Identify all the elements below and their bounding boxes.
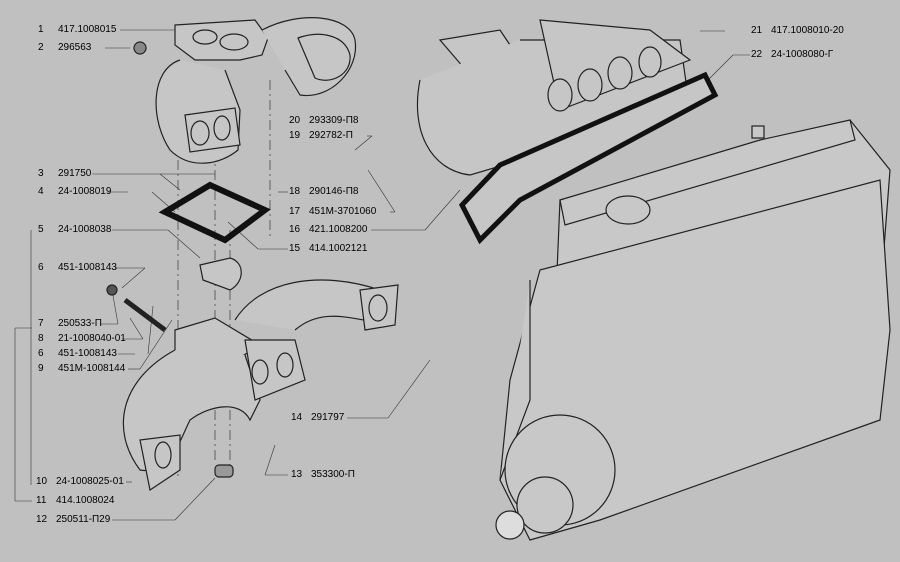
part-label: 6 451-1008143 xyxy=(38,262,117,274)
part-number: 20 xyxy=(289,115,301,126)
part-number: 15 xyxy=(289,243,301,254)
part-number: 6 xyxy=(38,348,44,359)
part-label: 2 296563 xyxy=(38,42,91,54)
part-code: 451-1008143 xyxy=(58,262,117,273)
part-number: 1 xyxy=(38,24,44,35)
part-code: 293309-П8 xyxy=(309,115,359,126)
part-label: 10 24-1008025-01 xyxy=(36,476,124,488)
part-code: 24-1008080-Г xyxy=(771,49,834,60)
part-code: 24-1008038 xyxy=(58,224,112,235)
part-label: 14 291797 xyxy=(291,412,344,424)
part-label: 20 293309-П8 xyxy=(289,115,358,127)
part-label: 18 290146-П8 xyxy=(289,186,358,198)
part-number: 22 xyxy=(751,49,763,60)
part-label: 11 414.1008024 xyxy=(36,495,114,507)
part-number: 8 xyxy=(38,333,44,344)
part-code: 250533-П xyxy=(58,318,102,329)
part-code: 451М-1008144 xyxy=(58,363,126,374)
part-number: 18 xyxy=(289,186,301,197)
part-number: 21 xyxy=(751,25,763,36)
part-number: 5 xyxy=(38,224,44,235)
part-number: 10 xyxy=(36,476,48,487)
part-label: 5 24-1008038 xyxy=(38,224,111,236)
part-number: 3 xyxy=(38,168,44,179)
part-code: 417.1008010-20 xyxy=(771,25,844,36)
part-label: 15 414.1002121 xyxy=(289,243,367,255)
part-code: 24-1008019 xyxy=(58,186,112,197)
part-label: 13 353300-П xyxy=(291,469,355,481)
part-label: 9 451М-1008144 xyxy=(38,363,125,375)
part-number: 6 xyxy=(38,262,44,273)
leader-lines xyxy=(14,29,750,521)
part-label: 19 292782-П xyxy=(289,130,353,142)
part-code: 417.1008015 xyxy=(58,24,117,35)
part-number: 9 xyxy=(38,363,44,374)
part-label: 12 250511-П29 xyxy=(36,514,110,526)
part-code: 414.1002121 xyxy=(309,243,368,254)
part-label: 4 24-1008019 xyxy=(38,186,111,198)
part-number: 16 xyxy=(289,224,301,235)
part-code: 353300-П xyxy=(311,469,355,480)
part-label: 21 417.1008010-20 xyxy=(751,25,844,37)
lower-manifold xyxy=(122,279,399,491)
gasket xyxy=(158,181,271,244)
part-code: 296563 xyxy=(58,42,92,53)
part-code: 421.1008200 xyxy=(309,224,368,235)
part-number: 19 xyxy=(289,130,301,141)
part-number: 7 xyxy=(38,318,44,329)
manifold-gasket xyxy=(458,71,719,245)
part-label: 17 451М-3701060 xyxy=(289,206,376,218)
exhaust-manifold xyxy=(416,19,692,176)
part-label: 7 250533-П xyxy=(38,318,102,330)
part-label: 6 451-1008143 xyxy=(38,348,117,360)
part-label: 22 24-1008080-Г xyxy=(751,49,833,61)
part-code: 24-1008025-01 xyxy=(56,476,124,487)
part-code: 291750 xyxy=(58,168,92,179)
part-code: 292782-П xyxy=(309,130,353,141)
engine-block xyxy=(495,119,891,541)
part-code: 290146-П8 xyxy=(309,186,359,197)
part-code: 21-1008040-01 xyxy=(58,333,126,344)
part-label: 1 417.1008015 xyxy=(38,24,116,36)
part-code: 451-1008143 xyxy=(58,348,117,359)
part-number: 13 xyxy=(291,469,303,480)
part-code: 250511-П29 xyxy=(56,514,111,525)
part-code: 414.1008024 xyxy=(56,495,115,506)
part-number: 17 xyxy=(289,206,301,217)
part-number: 14 xyxy=(291,412,303,423)
part-number: 11 xyxy=(36,495,47,506)
part-label: 3 291750 xyxy=(38,168,91,180)
part-label: 16 421.1008200 xyxy=(289,224,367,236)
part-code: 451М-3701060 xyxy=(309,206,377,217)
part-code: 291797 xyxy=(311,412,345,423)
part-label: 8 21-1008040-01 xyxy=(38,333,126,345)
part-number: 4 xyxy=(38,186,44,197)
upper-manifold xyxy=(155,17,357,164)
part-number: 12 xyxy=(36,514,48,525)
part-number: 2 xyxy=(38,42,44,53)
